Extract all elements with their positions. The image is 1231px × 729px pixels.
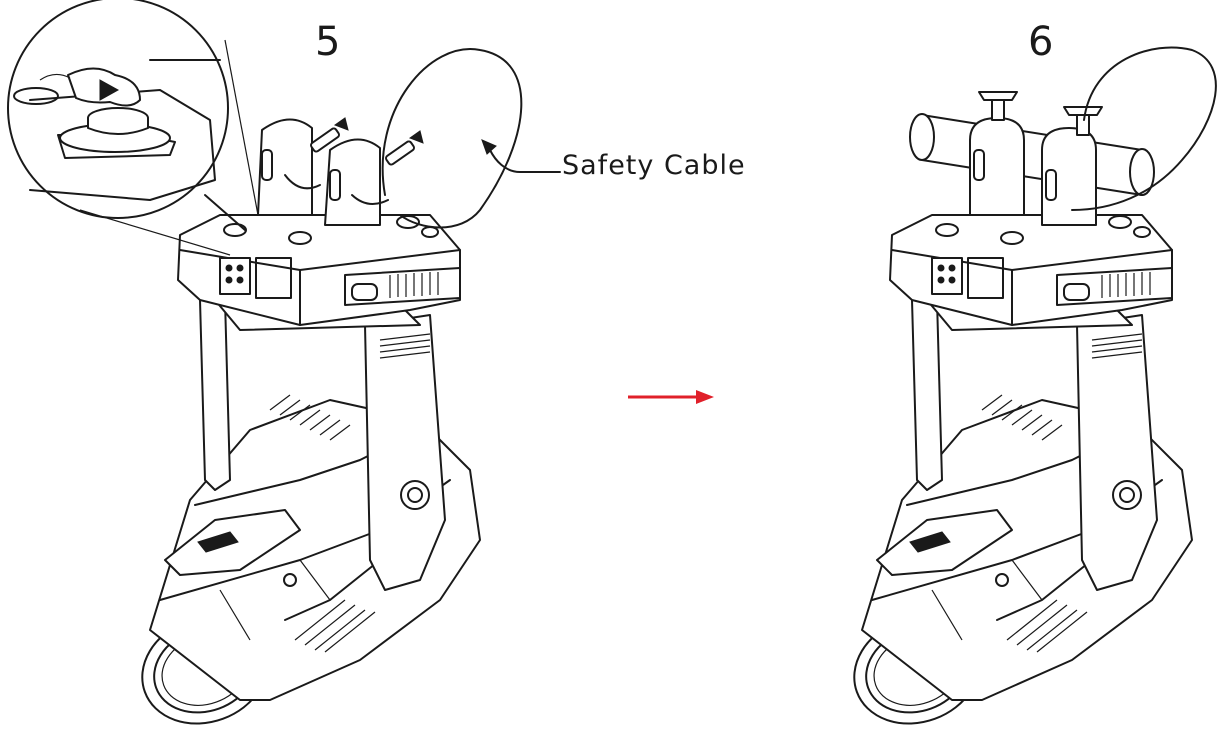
- step-number-6: 6: [1028, 19, 1054, 65]
- arrow-right-icon: [628, 390, 714, 404]
- safety-cable-label: Safety Cable: [562, 150, 746, 181]
- step6-fixture-drawing: [838, 46, 1217, 729]
- step-number-5: 5: [315, 19, 341, 65]
- zoom-detail-icon: [7, 0, 259, 256]
- step5-fixture-drawing: [7, 0, 561, 729]
